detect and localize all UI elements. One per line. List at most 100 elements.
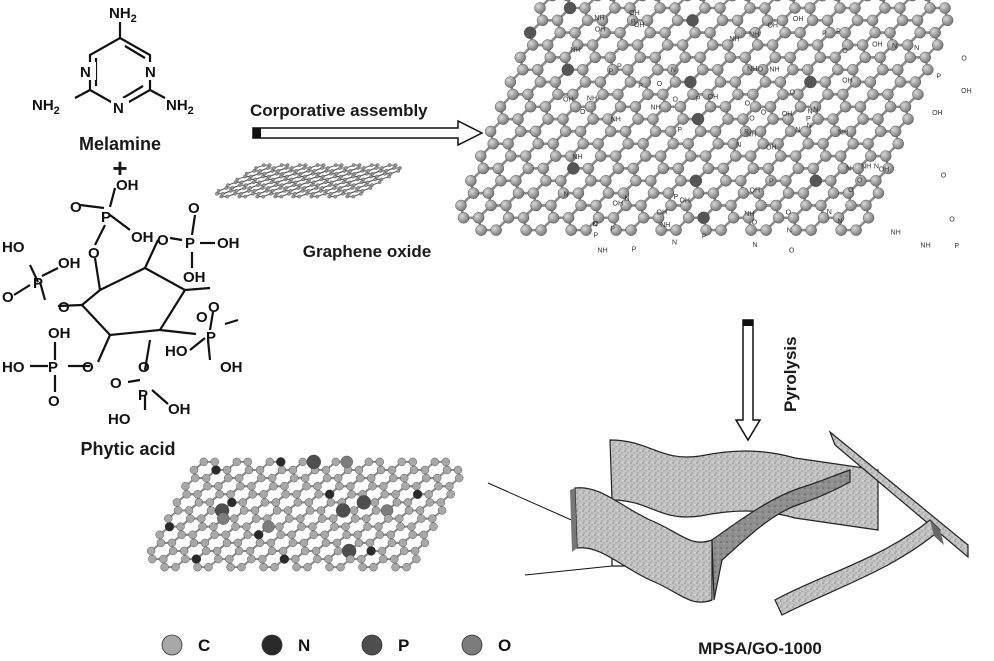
phytic-o-9: O [82,359,94,376]
phytic-p-3: P [33,275,43,292]
assembled-composite-lattice: OHPNHONOHPNHONOHPNHONOHPNHONOHPNHONOHPNH… [455,0,972,255]
phytic-o-10: O [48,393,60,410]
svg-text:O: O [949,216,955,223]
assembly-step-label: Corporative assembly [250,101,428,120]
svg-text:NH: NH [611,117,621,124]
phytic-oh-7: OH [48,325,71,342]
svg-text:OH: OH [879,167,890,174]
melamine-ring-n-bottom: N [113,100,124,117]
svg-text:P: P [744,129,749,136]
phytic-oh-3: OH [217,235,240,252]
svg-text:NH: NH [572,154,582,161]
legend-label: O [498,636,511,655]
svg-text:NH: NH [598,248,608,255]
svg-text:P: P [608,69,613,76]
doped-graphene-lattice [146,454,464,572]
svg-text:N: N [736,142,741,149]
svg-text:NH: NH [570,47,580,54]
svg-text:OH: OH [634,22,645,29]
svg-text:O: O [786,209,792,216]
melamine-nh2-top: NH2 [109,5,137,25]
svg-text:N: N [846,165,851,172]
svg-text:P: P [822,31,827,38]
svg-text:O: O [673,96,679,103]
svg-text:O: O [789,248,795,255]
svg-text:OH: OH [595,26,606,33]
svg-text:OH: OH [872,42,883,49]
svg-text:NH: NH [749,32,759,39]
svg-text:N: N [671,67,676,74]
phytic-p-4: P [206,329,216,346]
svg-text:P: P [696,96,701,103]
svg-text:NH: NH [650,104,660,111]
svg-text:P: P [638,83,643,90]
melamine-nh2-right: NH2 [166,97,194,117]
pyrolysis-arrow [734,319,762,442]
svg-text:P: P [611,226,616,233]
svg-text:OH: OH [767,22,778,29]
phytic-o-6: O [58,299,70,316]
svg-text:O: O [657,81,663,88]
phytic-o-12: O [110,375,122,392]
legend-swatch [161,634,183,656]
svg-text:N: N [827,209,832,216]
svg-text:P: P [632,247,637,254]
svg-text:NH: NH [861,163,871,170]
svg-text:NH: NH [769,66,779,73]
phytic-o-5: O [2,289,14,306]
phytic-acid-structure: OH O P OH O O P O OH OH HO P OH O O O P … [2,177,243,428]
svg-text:N: N [753,242,758,249]
svg-text:OH: OH [750,187,761,194]
svg-text:OH: OH [563,96,574,103]
svg-text:OH: OH [629,10,640,17]
phytic-p-1: P [101,209,111,226]
svg-text:P: P [769,179,774,186]
legend-swatch [461,634,483,656]
svg-text:NH: NH [746,132,756,139]
svg-text:O: O [941,173,947,180]
phytic-oh-4: OH [183,269,206,286]
svg-text:P: P [617,64,622,71]
melamine-structure: N N N NH2 NH2 NH2 [32,5,194,117]
legend-item-o: O [461,634,511,656]
phytic-ho-1: HO [2,239,25,256]
svg-text:N: N [837,219,842,226]
legend-label: P [398,636,409,655]
phytic-oh-1: OH [116,177,139,194]
svg-text:O: O [745,101,751,108]
phytic-oh-6: OH [220,359,243,376]
phytic-p-2: P [185,235,195,252]
svg-text:OH: OH [793,16,804,23]
svg-text:N: N [914,45,919,52]
svg-text:NH: NH [660,222,670,229]
svg-text:P: P [806,116,811,123]
svg-text:O: O [761,110,767,117]
svg-text:NH: NH [921,242,931,249]
melamine-label: Melamine [79,134,161,154]
svg-text:NH: NH [891,230,901,237]
svg-text:O: O [790,89,796,96]
svg-text:P: P [674,194,679,201]
phytic-acid-label: Phytic acid [80,439,175,459]
svg-text:N: N [625,195,630,202]
svg-text:NH: NH [747,66,757,73]
legend-label: C [198,636,210,655]
svg-text:N: N [592,221,597,228]
svg-text:NH: NH [594,15,604,22]
svg-text:NH: NH [838,130,848,137]
svg-text:OH: OH [842,77,853,84]
svg-text:OH: OH [782,111,793,118]
svg-text:O: O [752,219,758,226]
svg-text:P: P [954,243,959,250]
phytic-o-2: O [88,245,100,262]
svg-text:N: N [807,123,812,130]
svg-text:O: O [580,109,586,116]
svg-text:P: P [836,28,841,35]
phytic-o-3: O [157,232,169,249]
graphene-oxide-sheet [215,163,402,199]
pyrolysis-step-label: Pyrolysis [781,336,800,412]
melamine-ring-n-left: N [80,64,91,81]
phytic-ho-3: HO [2,359,25,376]
svg-text:OH: OH [679,198,690,205]
